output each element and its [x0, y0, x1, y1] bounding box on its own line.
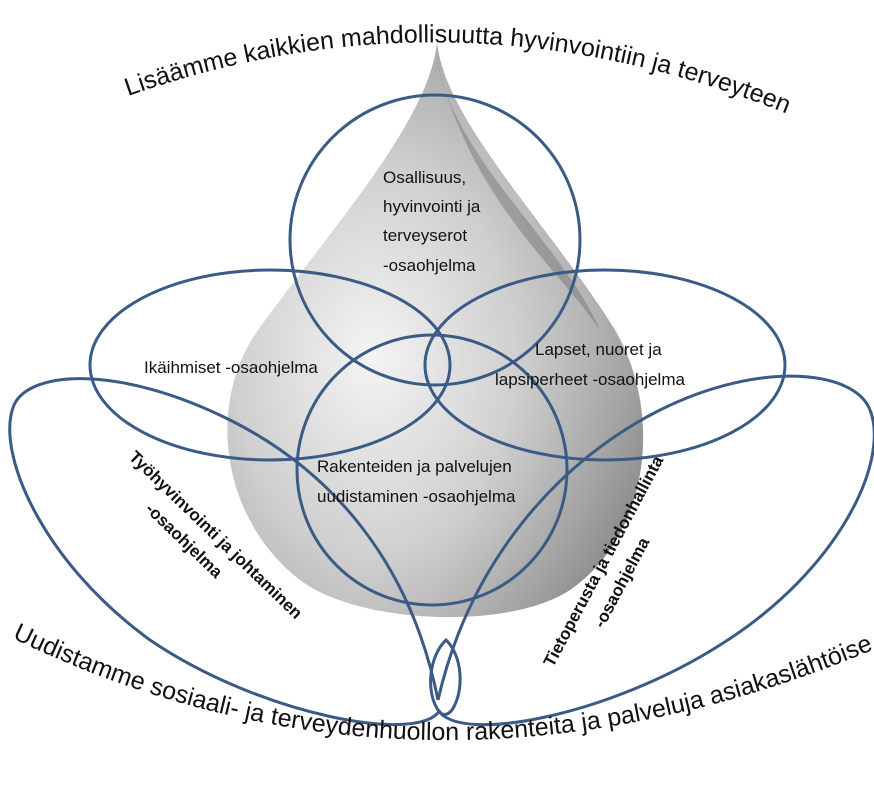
lapset-ellipse — [423, 268, 787, 462]
osallisuus-label: Osallisuus, hyvinvointi ja terveyserot -… — [383, 168, 485, 275]
ikaihmiset-label: Ikäihmiset -osaohjelma — [144, 358, 318, 377]
rakenteet-label: Rakenteiden ja palvelujen uudistaminen -… — [317, 457, 516, 506]
tyohyvinvointi-loop — [8, 377, 442, 726]
lapset-label: Lapset, nuoret ja lapsiperheet -osaohjel… — [495, 340, 685, 389]
bottom-crossing-loop — [429, 637, 462, 716]
ikaihmiset-ellipse — [88, 268, 452, 462]
osallisuus-circle — [288, 93, 582, 387]
tietoperusta-loop — [436, 374, 874, 727]
rakenteet-circle — [295, 333, 569, 607]
